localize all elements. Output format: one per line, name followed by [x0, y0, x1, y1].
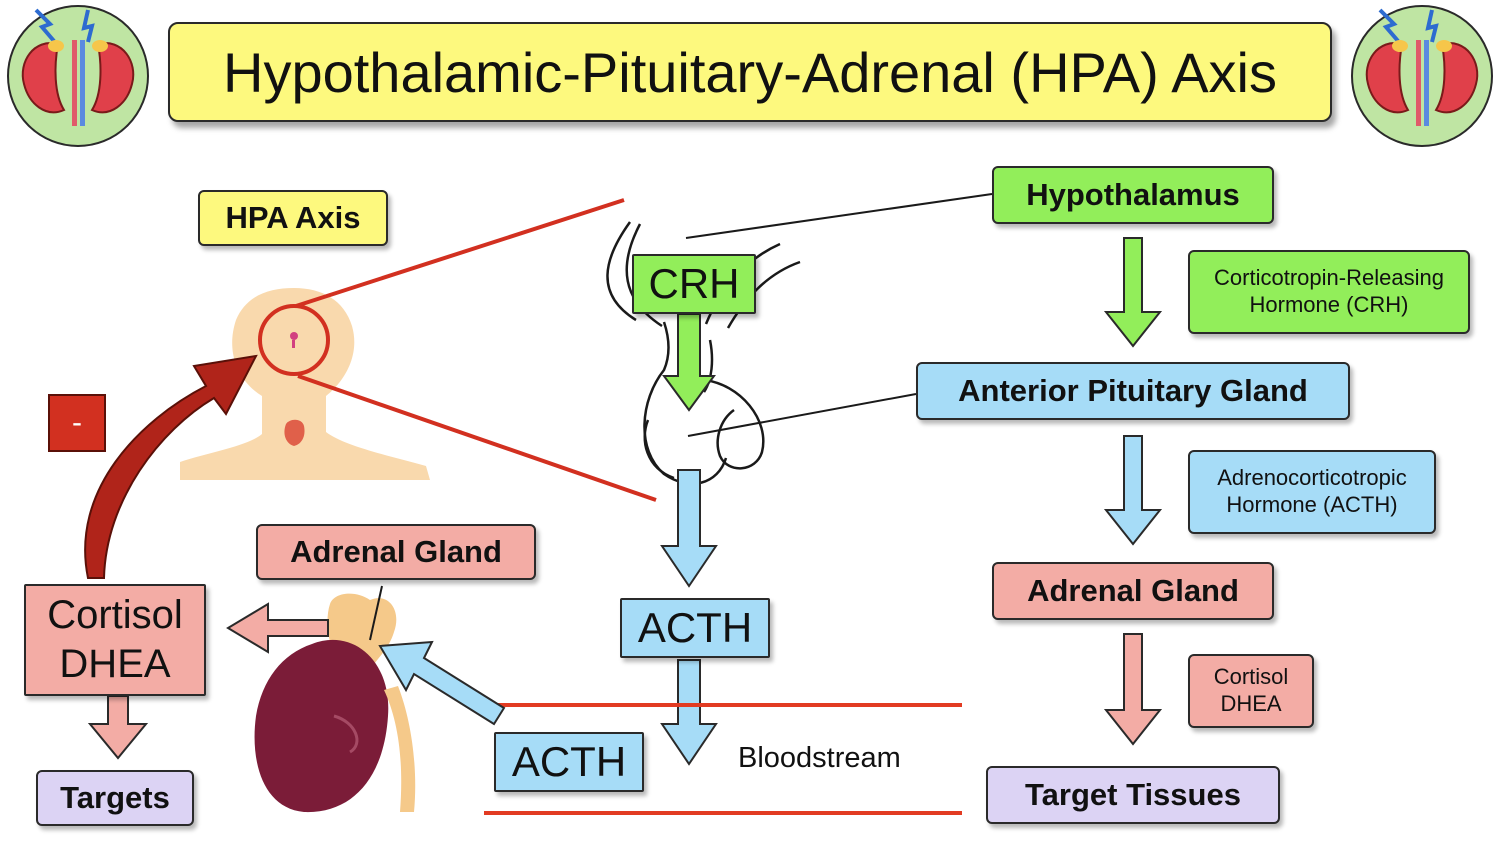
cortisol-dhea-box: Cortisol DHEA [24, 584, 206, 696]
crh-label: CRH [632, 254, 756, 314]
flow-arrow-pink [1103, 633, 1163, 746]
acth-full-line1: Adrenocorticotropic [1217, 465, 1407, 491]
targets-label: Targets [36, 770, 194, 826]
flow-arrow-blue [1103, 435, 1163, 546]
cortisol-to-targets-arrow [87, 695, 149, 760]
acth-label: ACTH [620, 598, 770, 658]
adrenal-gland-box: Adrenal Gland [992, 562, 1274, 620]
bloodstream-label: Bloodstream [738, 742, 901, 774]
acth-arrow-1 [660, 469, 718, 588]
crh-full-line1: Corticotropin-Releasing [1214, 265, 1444, 291]
hypothalamus-box: Hypothalamus [992, 166, 1274, 224]
hormones-line1: Cortisol [1213, 664, 1289, 690]
adrenal-to-cortisol-arrow [226, 602, 329, 654]
crh-full-line2: Hormone (CRH) [1249, 292, 1409, 317]
head-silhouette [180, 288, 430, 480]
hormones-line2: DHEA [1220, 691, 1282, 716]
anterior-pituitary-box: Anterior Pituitary Gland [916, 362, 1350, 420]
zoom-line-bottom [297, 374, 657, 502]
dhea-text: DHEA [59, 642, 171, 686]
pointer-pituitary [687, 393, 917, 437]
kidney-icon-left [7, 5, 149, 147]
flow-arrow-green [1103, 237, 1163, 348]
adrenal-kidney-drawing [254, 585, 416, 813]
target-tissues-box: Target Tissues [986, 766, 1280, 824]
feedback-arrow [84, 354, 258, 579]
zoom-line-top [295, 198, 625, 308]
hormones-box: Cortisol DHEA [1188, 654, 1314, 728]
acth-arrow-2 [660, 659, 718, 766]
adrenal-gland-label: Adrenal Gland [256, 524, 536, 580]
acth-blood-label: ACTH [494, 732, 644, 792]
crh-arrow [662, 313, 716, 412]
acth-full-name-box: Adrenocorticotropic Hormone (ACTH) [1188, 450, 1436, 534]
acth-full-line2: Hormone (ACTH) [1226, 492, 1398, 517]
pointer-hypothalamus [685, 193, 993, 239]
negative-feedback-sign: - [48, 394, 106, 452]
crh-full-name-box: Corticotropin-Releasing Hormone (CRH) [1188, 250, 1470, 334]
page-title: Hypothalamic-Pituitary-Adrenal (HPA) Axi… [168, 22, 1332, 122]
kidney-icon-right [1351, 5, 1493, 147]
acth-to-adrenal-arrow [378, 640, 506, 726]
cortisol-text: Cortisol [47, 593, 183, 638]
hpa-axis-label: HPA Axis [198, 190, 388, 246]
